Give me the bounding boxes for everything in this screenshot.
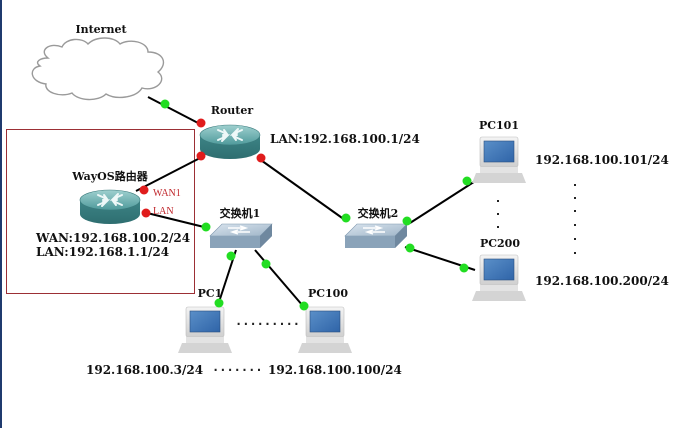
wayos-label: WayOS路由器 xyxy=(71,169,148,183)
link-switch1-pc100 xyxy=(254,249,304,307)
wayos-port-lan-dot-status-dot xyxy=(141,208,151,218)
wayos-lan-ip: LAN:192.168.1.1/24 xyxy=(36,245,169,259)
switch1-port-wayos-status-dot xyxy=(201,222,211,232)
horizontal-ellipsis-ips: ······· xyxy=(212,363,263,377)
wayos-group-box xyxy=(6,129,195,294)
pc101-icon[interactable] xyxy=(471,136,527,184)
switch2-port-pc101-status-dot xyxy=(402,216,412,226)
switch1-port-pc100-status-dot xyxy=(261,259,271,269)
router-port-wayos-status-dot xyxy=(196,151,206,161)
pc200-ip: 192.168.100.200/24 xyxy=(535,274,669,288)
link-wayos-switch1 xyxy=(142,211,209,229)
pc100-label: PC100 xyxy=(308,287,348,300)
horizontal-ellipsis-pcs: ········· xyxy=(235,317,300,331)
pc200-port-status-dot xyxy=(459,263,469,273)
pc200-icon[interactable] xyxy=(471,254,527,302)
router-port-internet-status-dot xyxy=(196,118,206,128)
wayos-port-wan1: WAN1 xyxy=(153,188,181,199)
pc1-ip: 192.168.100.3/24 xyxy=(86,363,203,377)
pc101-port-status-dot xyxy=(462,176,472,186)
switch1-port-pc1-status-dot xyxy=(226,251,236,261)
wayos-wan-ip: WAN:192.168.100.2/24 xyxy=(35,231,190,245)
switch2-label: 交换机2 xyxy=(358,206,399,220)
switch2-icon[interactable] xyxy=(344,223,408,249)
switch2-port-router-status-dot xyxy=(341,213,351,223)
pc101-ip: 192.168.100.101/24 xyxy=(535,153,669,167)
pc1-port-status-dot xyxy=(214,298,224,308)
link-internet-router xyxy=(147,96,201,125)
window-edge xyxy=(0,0,2,428)
cloud-icon[interactable] xyxy=(31,37,165,101)
router-port-switch2-status-dot xyxy=(256,153,266,163)
pc101-label: PC101 xyxy=(479,119,519,132)
pc100-port-status-dot xyxy=(299,301,309,311)
vertical-ellipsis-ips xyxy=(574,184,576,254)
pc200-label: PC200 xyxy=(480,237,520,250)
router-label: Router xyxy=(211,104,254,117)
pc1-label: PC1 xyxy=(198,287,223,300)
internet-label: Internet xyxy=(75,23,127,36)
switch1-icon[interactable] xyxy=(209,223,273,249)
link-switch2-pc101 xyxy=(409,177,481,224)
router-lan-ip: LAN:192.168.100.1/24 xyxy=(270,132,420,146)
link-wayos-router xyxy=(135,157,201,192)
vertical-ellipsis-pcs xyxy=(497,200,499,228)
wayos-router-icon[interactable] xyxy=(79,189,141,225)
pc100-icon[interactable] xyxy=(297,306,353,354)
pc100-ip: 192.168.100.100/24 xyxy=(268,363,402,377)
switch2-port-pc200-status-dot xyxy=(405,243,415,253)
wayos-port-wan1-dot-status-dot xyxy=(139,185,149,195)
link-router-switch2 xyxy=(257,157,346,221)
internet-port-status-dot xyxy=(160,99,170,109)
switch1-label: 交换机1 xyxy=(220,206,261,220)
wayos-port-lan: LAN xyxy=(153,206,174,217)
router-icon[interactable] xyxy=(199,124,261,160)
pc1-icon[interactable] xyxy=(177,306,233,354)
